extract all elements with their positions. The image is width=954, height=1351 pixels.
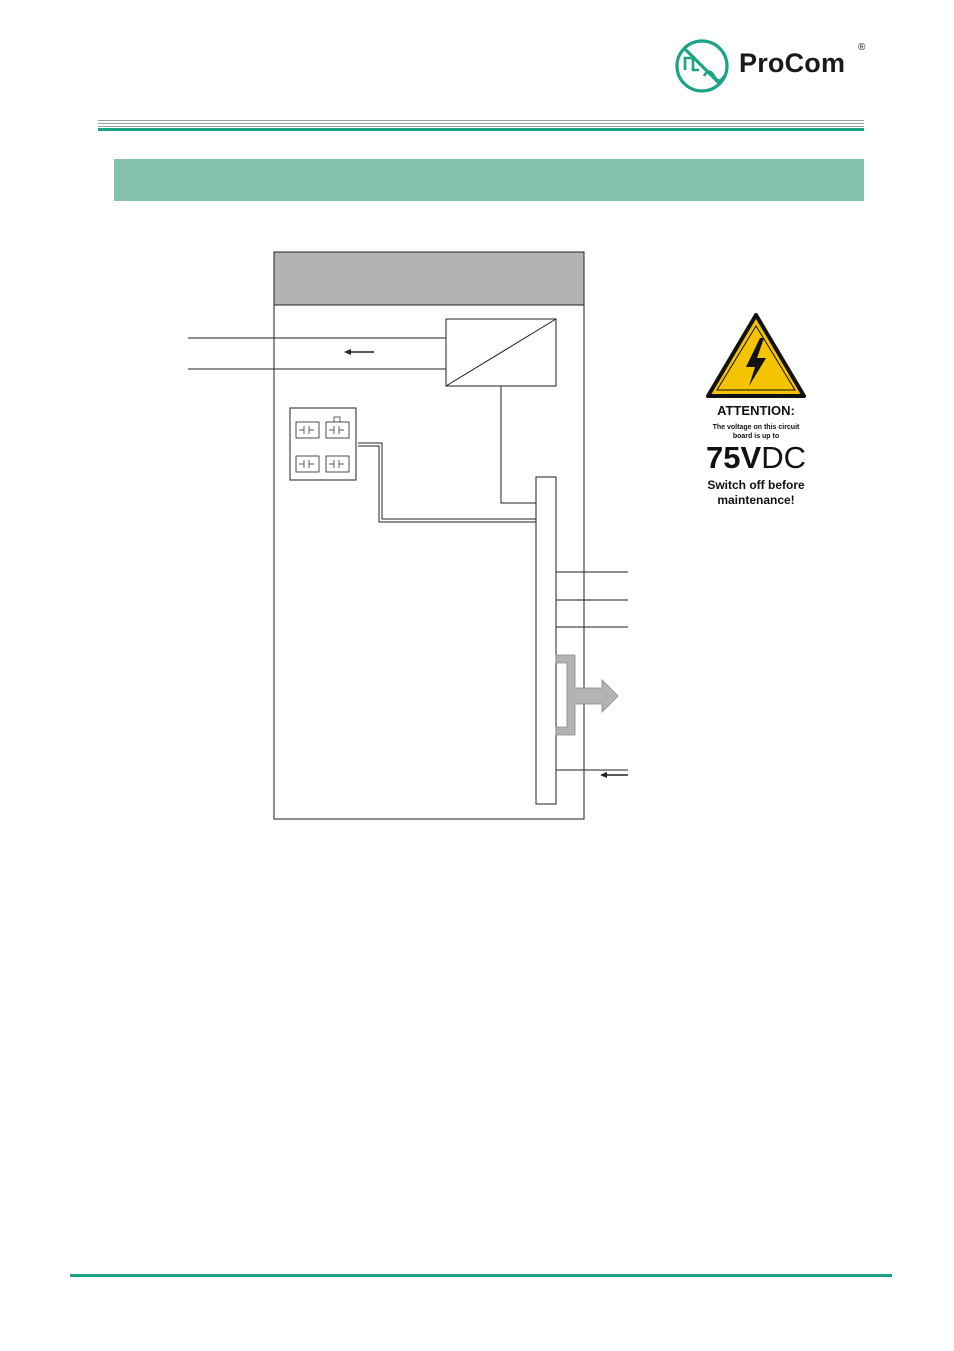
warning-label: ATTENTION: The voltage on this circuit b… [700,310,812,510]
module-box-header [273,251,585,306]
header-rule-accent [98,128,864,131]
bus-arrow [555,654,619,736]
dip-switch-icon [289,407,357,481]
voltage-value: 75V [706,440,762,475]
voltage-unit: DC [761,440,806,475]
warning-note-line: board is up to [732,433,780,440]
dc-converter-diagonal [445,318,557,387]
warning-action-line: Switch off before [707,478,805,492]
signal-line-double [358,442,536,520]
header-rule-line [98,120,864,121]
header-rule-line [98,126,864,127]
section-banner [114,159,864,201]
procom-logo: ProCom ® [672,36,872,98]
warning-action: Switch off before maintenance! [700,478,812,508]
footer-rule [70,1274,892,1277]
input-arrow-head [600,772,607,778]
warning-action-line: maintenance! [717,493,795,507]
connector-bar [535,476,557,805]
block-diagram [180,245,650,830]
warning-voltage: 75VDC [700,441,812,475]
warning-note: The voltage on this circuit board is up … [700,423,812,441]
warning-note-line: The voltage on this circuit [712,424,800,431]
signal-line-double [358,445,536,523]
brand-name: ProCom [739,48,846,78]
registered-mark: ® [858,42,866,53]
warning-title: ATTENTION: [717,403,795,418]
header-rule-line [98,123,864,124]
procom-logo-icon [675,39,729,93]
power-line [500,386,536,504]
high-voltage-warning-icon [706,313,806,398]
input-arrow-head [344,349,351,355]
